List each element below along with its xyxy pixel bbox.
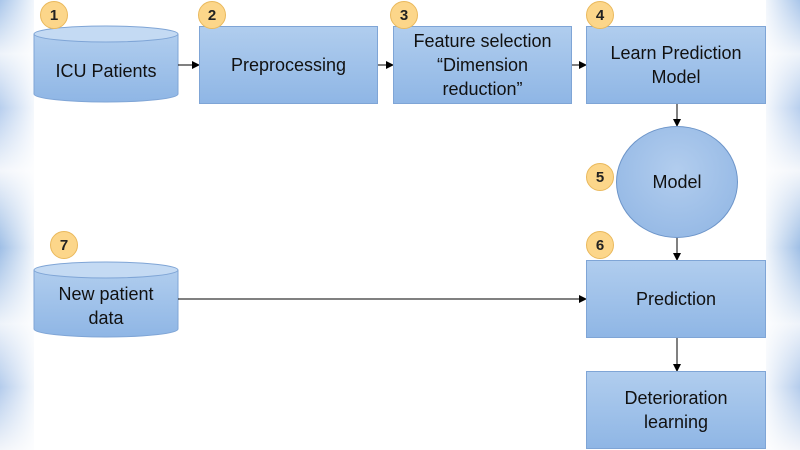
preprocessing-box: Preprocessing	[199, 26, 378, 104]
step-badge-3: 3	[390, 1, 418, 29]
prediction-box: Prediction	[586, 260, 766, 338]
step-badge-1: 1	[40, 1, 68, 29]
step-badge-4: 4	[586, 1, 614, 29]
new-patient-data-label: New patient data	[58, 284, 154, 328]
learn-prediction-model-box: Learn Prediction Model	[586, 26, 766, 104]
learn-prediction-model-label: Learn Prediction Model	[610, 43, 742, 87]
right-edge-decoration	[766, 0, 800, 450]
new-patient-data-cylinder	[33, 261, 179, 338]
deterioration-learning-label: Deterioration learning	[624, 388, 728, 432]
model-circle: Model	[616, 126, 738, 238]
step-badge-2: 2	[198, 1, 226, 29]
left-edge-decoration	[0, 0, 34, 450]
feature-selection-label: Feature selection “Dimension reduction”	[413, 31, 552, 99]
icu-patients-label: ICU Patients	[55, 61, 157, 81]
deterioration-learning-box: Deterioration learning	[586, 371, 766, 449]
model-label: Model	[652, 172, 702, 192]
step-badge-6: 6	[586, 231, 614, 259]
preprocessing-label: Preprocessing	[230, 55, 347, 75]
step-badge-5: 5	[586, 163, 614, 191]
step-badge-7: 7	[50, 231, 78, 259]
icu-patients-cylinder	[33, 25, 179, 103]
feature-selection-box: Feature selection “Dimension reduction”	[393, 26, 572, 104]
prediction-label: Prediction	[635, 289, 717, 309]
